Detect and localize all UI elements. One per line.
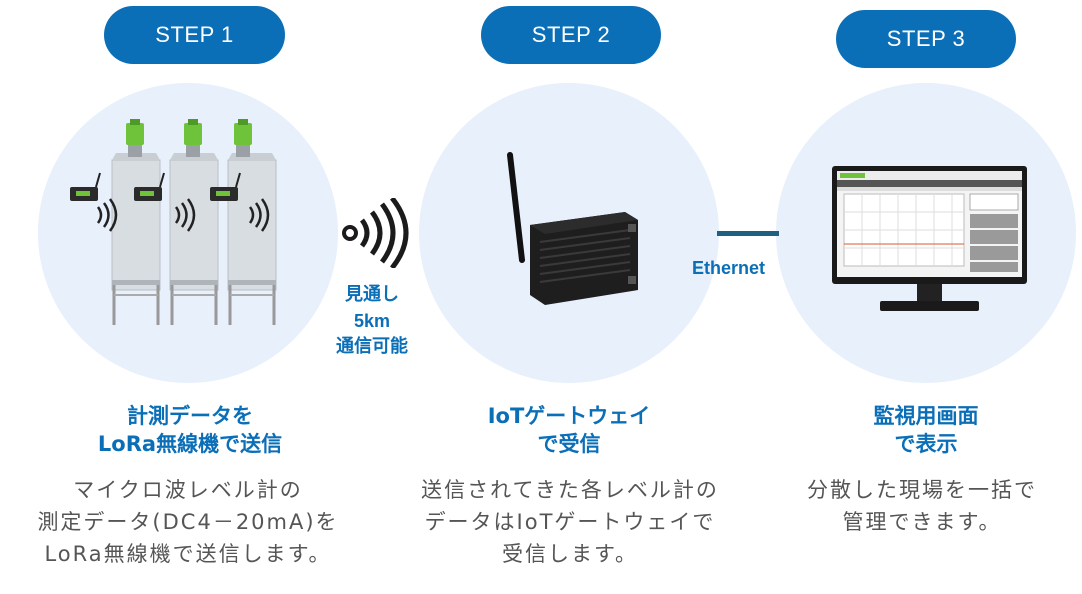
- ethernet-connection-line: [717, 231, 779, 236]
- monitoring-screen-illustration: [832, 166, 1027, 311]
- wireless-signal-icon: [342, 198, 409, 268]
- silo-level-meter-illustration: [70, 119, 277, 325]
- step-2-badge: STEP 2: [481, 6, 661, 64]
- step-3-title-line-2: で表示: [894, 432, 958, 456]
- step-3-desc-line-2: 管理できます。: [842, 510, 1002, 534]
- ethernet-label: Ethernet: [692, 258, 766, 278]
- step-3-description: 分散した現場を一括で 管理できます。: [772, 474, 1072, 538]
- silo-2: [134, 119, 219, 325]
- step-3-title-line-1: 監視用画面: [873, 404, 979, 428]
- step-1-title-line-1: 計測データを: [127, 404, 253, 428]
- step-1-badge: STEP 1: [104, 6, 285, 64]
- step-2-title-line-2: で受信: [537, 432, 601, 456]
- silo-3: [210, 119, 277, 325]
- wireless-note-line-3: 通信可能: [336, 336, 408, 357]
- step-1-desc-line-2: 測定データ(DC4－20mA)を: [37, 510, 339, 534]
- step-1-title: 計測データを LoRa無線機で送信: [40, 402, 340, 458]
- step-1-description: マイクロ波レベル計の 測定データ(DC4－20mA)を LoRa無線機で送信しま…: [8, 474, 368, 570]
- wireless-note-line-2: 5km: [353, 311, 391, 331]
- step-2-description: 送信されてきた各レベル計の データはIoTゲートウェイで 受信します。: [384, 474, 756, 570]
- step-2-title-line-1: IoTゲートウェイ: [487, 404, 651, 428]
- step-2-desc-line-3: 受信します。: [502, 542, 638, 566]
- step-1-title-line-2: LoRa無線機で送信: [97, 432, 283, 456]
- wireless-range-note: 見通し 5km 通信可能: [322, 282, 422, 360]
- wireless-note-line-1: 見通し: [345, 284, 399, 305]
- step-3-desc-line-1: 分散した現場を一括で: [807, 478, 1037, 502]
- silo-1: [70, 119, 161, 325]
- lora-signal-icons: [96, 198, 270, 232]
- step-1-desc-line-1: マイクロ波レベル計の: [73, 478, 303, 502]
- step-1-desc-line-3: LoRa無線機で送信します。: [44, 542, 332, 566]
- step-3-title: 監視用画面 で表示: [776, 402, 1076, 458]
- iot-gateway-illustration: [507, 152, 638, 305]
- step-3-badge: STEP 3: [836, 10, 1016, 68]
- step-2-desc-line-2: データはIoTゲートウェイで: [424, 510, 716, 534]
- step-2-desc-line-1: 送信されてきた各レベル計の: [421, 478, 719, 502]
- step-2-title: IoTゲートウェイ で受信: [419, 402, 719, 458]
